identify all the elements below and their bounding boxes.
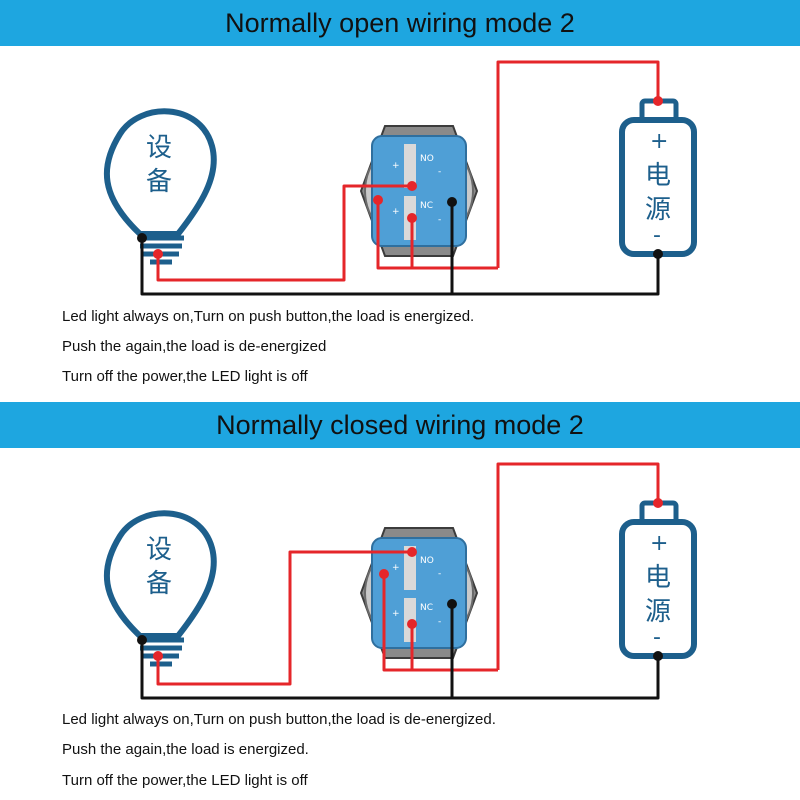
- note-line-3: Turn off the power,the LED light is off: [62, 772, 308, 789]
- wire-junction-dots: [137, 96, 663, 259]
- switch-mark-no: NO: [420, 154, 434, 164]
- bulb-icon: [103, 510, 217, 667]
- wiring-diagram-normally-closed: 设 备 + 电 源 - + NO - + NC -: [103, 462, 697, 700]
- switch-mark-nc: NC: [420, 603, 433, 613]
- note-line-3: Turn off the power,the LED light is off: [62, 368, 308, 385]
- device-label-char-1: 设: [146, 133, 172, 163]
- device-label-char-2: 备: [146, 569, 172, 599]
- power-label-char-1: 电: [645, 563, 671, 593]
- switch-mark-plus-1: +: [392, 563, 400, 573]
- note-line-1: Led light always on,Turn on push button,…: [62, 711, 496, 728]
- power-label-char-1: 电: [645, 161, 671, 191]
- switch-mark-plus-2: +: [392, 609, 400, 619]
- note-line-2: Push the again,the load is energized.: [62, 741, 309, 758]
- power-plus-sign: +: [650, 129, 668, 154]
- section-title: Normally open wiring mode 2: [0, 0, 800, 46]
- switch-mark-no: NO: [420, 556, 434, 566]
- switch-mark-minus-2: -: [438, 617, 441, 627]
- device-label-char-1: 设: [146, 535, 172, 565]
- switch-mark-minus-1: -: [438, 167, 441, 177]
- note-line-1: Led light always on,Turn on push button,…: [62, 308, 475, 325]
- power-minus-sign: -: [653, 223, 661, 248]
- wiring: [140, 462, 660, 700]
- power-minus-sign: -: [653, 625, 661, 650]
- switch-mark-nc: NC: [420, 201, 433, 211]
- note-line-2: Push the again,the load is de-energized: [62, 338, 327, 355]
- switch-mark-plus-1: +: [392, 161, 400, 171]
- switch-mark-minus-2: -: [438, 215, 441, 225]
- switch-mark-plus-2: +: [392, 207, 400, 217]
- wire-junction-dots: [137, 498, 663, 661]
- power-label-char-2: 源: [645, 195, 671, 225]
- section-title: Normally closed wiring mode 2: [0, 402, 800, 448]
- push-button-switch: + NO - + NC -: [359, 527, 479, 659]
- power-plus-sign: +: [650, 531, 668, 556]
- battery-icon: [619, 500, 697, 659]
- device-label-char-2: 备: [146, 167, 172, 197]
- wiring-diagram-normally-open: 设 备 + 电 源 - + NO - + NC -: [103, 60, 697, 296]
- switch-mark-minus-1: -: [438, 569, 441, 579]
- wiring: [140, 60, 660, 296]
- power-label-char-2: 源: [645, 597, 671, 627]
